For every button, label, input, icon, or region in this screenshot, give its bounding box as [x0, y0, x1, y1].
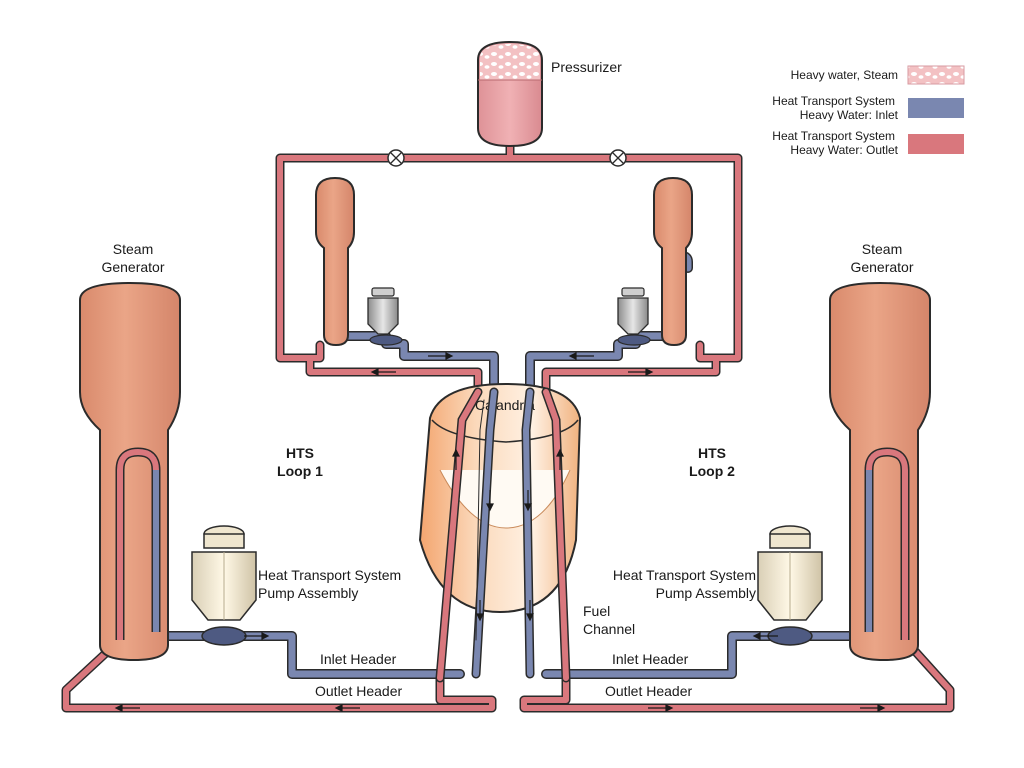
small-pump-left — [367, 287, 403, 346]
steam-generator-left-label-1: Steam — [113, 241, 153, 257]
fuel-channels: Fuel Channel — [435, 387, 635, 683]
arrow-icon — [648, 704, 674, 712]
pump-assembly-left: Heat Transport System Pump Assembly — [191, 525, 401, 646]
small-steam-generator-right — [653, 176, 693, 347]
flow-arrows — [114, 352, 886, 712]
inlet-header-right-label: Inlet Header — [612, 651, 689, 667]
legend-inlet-swatch — [908, 98, 964, 118]
legend-outlet-label-1: Heat Transport System — [772, 129, 895, 143]
pressurizer-valve-right — [609, 149, 627, 167]
arrow-icon — [428, 352, 454, 360]
legend-outlet-swatch — [908, 134, 964, 154]
small-steam-generator-left — [315, 176, 355, 347]
legend: Heavy water, Steam Heat Transport System… — [772, 65, 965, 157]
pump-right-label-1: Heat Transport System — [613, 567, 756, 583]
outlet-header-left-label: Outlet Header — [315, 683, 402, 699]
arrow-icon — [114, 704, 140, 712]
fuel-channel-label-1: Fuel — [583, 603, 610, 619]
steam-generator-right-label-1: Steam — [862, 241, 902, 257]
arrow-icon — [628, 368, 654, 376]
loop2-label-1: HTS — [698, 445, 726, 461]
fuel-channel-label-2: Channel — [583, 621, 635, 637]
arrow-icon — [752, 632, 778, 640]
legend-inlet-label-1: Heat Transport System — [772, 94, 895, 108]
pressurizer: Pressurizer — [477, 40, 622, 148]
arrow-icon — [486, 490, 494, 512]
pressurizer-valve-left — [387, 149, 405, 167]
arrow-icon — [524, 490, 532, 512]
pump-assembly-right: Heat Transport System Pump Assembly — [613, 525, 823, 646]
pump-left-label-1: Heat Transport System — [258, 567, 401, 583]
loop2-label-2: Loop 2 — [689, 463, 735, 479]
pump-right-label-2: Pump Assembly — [656, 585, 756, 601]
arrow-icon — [556, 448, 564, 470]
arrow-icon — [568, 352, 594, 360]
legend-steam-label: Heavy water, Steam — [791, 68, 898, 82]
pressurizer-label: Pressurizer — [551, 59, 622, 75]
outlet-header-right-label: Outlet Header — [605, 683, 692, 699]
arrow-icon — [334, 704, 360, 712]
arrow-icon — [476, 600, 484, 622]
arrow-icon — [526, 600, 534, 622]
arrow-icon — [370, 368, 396, 376]
steam-generator-right: Steam Generator — [829, 241, 931, 662]
steam-generator-left: Steam Generator — [79, 241, 181, 662]
steam-generator-left-label-2: Generator — [101, 259, 164, 275]
legend-outlet-label-2: Heavy Water: Outlet — [790, 143, 898, 157]
outlet-pipes — [61, 141, 955, 713]
arrow-icon — [244, 632, 270, 640]
pump-left-label-2: Pump Assembly — [258, 585, 358, 601]
steam-generator-right-label-2: Generator — [850, 259, 913, 275]
arrow-icon — [860, 704, 886, 712]
legend-steam-swatch — [907, 65, 965, 85]
loop1-label-1: HTS — [286, 445, 314, 461]
small-pump-right — [617, 287, 651, 346]
inlet-header-left-label: Inlet Header — [320, 651, 397, 667]
arrow-icon — [452, 448, 460, 470]
loop1-label-2: Loop 1 — [277, 463, 323, 479]
legend-inlet-label-2: Heavy Water: Inlet — [800, 108, 899, 122]
